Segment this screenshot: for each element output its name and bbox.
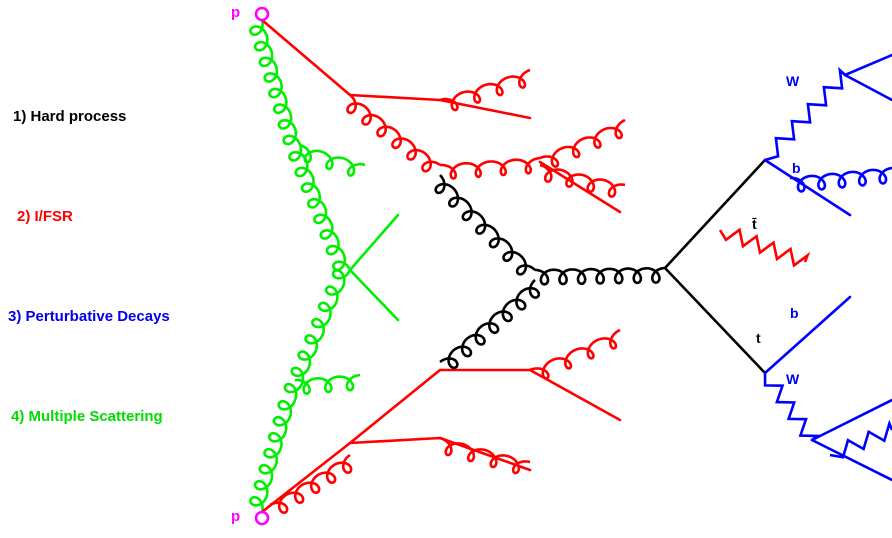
fsr-line-bottom-right (528, 368, 622, 422)
hard-gluon-s-channel (535, 266, 666, 286)
photon-emission (718, 227, 811, 268)
legend-multiple-scattering: 4) Multiple Scattering (11, 408, 163, 425)
b-top-gluon (789, 166, 892, 193)
b-quark-bottom (763, 295, 852, 375)
b-bottom-label: b (790, 305, 799, 321)
proton-bottom-icon (254, 510, 270, 526)
w-boson-top (764, 66, 846, 162)
isr-line-bottom (260, 441, 352, 514)
hard-gluon-upper (434, 174, 536, 276)
w-bottom-decay-a (810, 398, 892, 442)
isr-gluon-bottom (269, 453, 353, 514)
proton-bottom-label: p (231, 508, 241, 525)
ms-gluon-mid (288, 144, 352, 272)
w-top-decay-a (843, 53, 892, 77)
isr-gluon-top-to-vertex (346, 93, 441, 173)
t-label: t (756, 330, 761, 346)
w-bottom-label: W (786, 371, 800, 387)
legend-ifsr: 2) I/FSR (17, 208, 73, 225)
ms-gluon-branch-bottom (295, 373, 361, 395)
ms-gluon-bottom (249, 399, 297, 513)
fsr-gluon-top (439, 68, 531, 112)
fsr-line-top-right (538, 160, 622, 214)
b-top-label: b (792, 160, 801, 176)
proton-top-label: p (231, 4, 241, 21)
legend-perturbative-decays: 3) Perturbative Decays (8, 308, 170, 325)
fsr-line-bottom-branch (348, 436, 442, 445)
ms-gluon-branch-top (299, 143, 366, 177)
fsr-gluon-bottom-branch (439, 436, 531, 475)
ms-line-up (348, 213, 400, 272)
hard-gluon-lower (439, 279, 541, 370)
legend-hard-process: 1) Hard process (13, 108, 127, 125)
proton-top-icon (254, 6, 270, 22)
fsr-line-top-a (348, 93, 442, 102)
fsr-gluon-top-right-a (539, 118, 626, 168)
fsr-gluon-bottom-right (529, 328, 621, 380)
fsr-gluon-top-right-b (539, 163, 626, 198)
isr-line-bottom-to-vertex (348, 368, 442, 445)
w-top-label: W (786, 73, 800, 89)
w-bottom-decay-b (810, 438, 892, 482)
w-top-decay-b (843, 73, 892, 102)
ms-gluon-lower (283, 269, 352, 401)
b-quark-top (763, 158, 852, 217)
tbar-line (663, 158, 767, 270)
w-boson-bottom (763, 372, 822, 442)
t-line (663, 266, 767, 375)
ms-gluon-upper (249, 19, 302, 146)
isr-line-top (260, 18, 352, 97)
ms-line-down (348, 268, 400, 322)
isr-gluon-top-horizontal (440, 156, 541, 180)
w-bottom-decay-wave (829, 419, 892, 459)
tbar-label: t̄ (752, 216, 757, 232)
